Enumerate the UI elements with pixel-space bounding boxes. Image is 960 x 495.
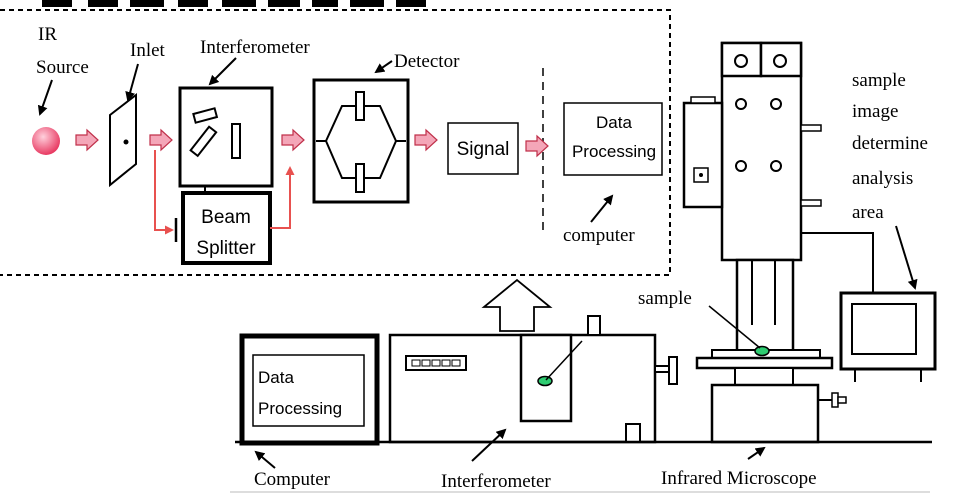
ir-source-label-line2: Source bbox=[36, 57, 89, 78]
sample-image-label-line1: sample bbox=[852, 70, 906, 91]
beam-path-from-splitter bbox=[270, 166, 295, 229]
flow-arrow-1 bbox=[75, 129, 99, 151]
infrared-microscope-pointer bbox=[747, 446, 766, 460]
clipped-title-fragment bbox=[42, 0, 426, 7]
computer-top-label: computer bbox=[563, 225, 635, 246]
sample-image-label-line4: analysis bbox=[852, 168, 913, 189]
ir-source-label-line1: IR bbox=[38, 24, 57, 45]
sample-pointer bbox=[708, 305, 761, 349]
flow-arrow-5 bbox=[525, 135, 549, 157]
computer-top-pointer bbox=[590, 194, 614, 223]
interferometer-sample-link bbox=[545, 340, 583, 381]
interferometer-instrument bbox=[388, 315, 678, 444]
inlet-pointer bbox=[125, 63, 139, 102]
sample-dot-interferometer bbox=[537, 375, 553, 387]
beam-path-to-splitter bbox=[154, 150, 174, 235]
sample-image-label-line2: image bbox=[852, 101, 898, 122]
inlet-window bbox=[109, 92, 137, 188]
flow-arrow-2 bbox=[149, 129, 173, 151]
signal-box bbox=[447, 122, 519, 175]
detector-unit bbox=[312, 78, 410, 204]
data-processing-top-label-line2: Processing bbox=[572, 142, 656, 161]
interferometer-top-pointer bbox=[208, 57, 237, 86]
data-processing-top-label-line1: Data bbox=[596, 113, 632, 132]
sample-dot-microscope bbox=[754, 345, 770, 357]
data-processing-top-box bbox=[563, 102, 663, 176]
detector-pointer bbox=[374, 60, 393, 74]
signal-label: Signal bbox=[457, 139, 510, 160]
ir-source-pointer bbox=[37, 79, 53, 116]
microscope-tower bbox=[682, 41, 847, 444]
flow-arrow-4 bbox=[414, 129, 438, 151]
flow-arrow-3 bbox=[281, 129, 305, 151]
schematic-frame bbox=[0, 9, 671, 276]
inlet-label: Inlet bbox=[130, 40, 166, 61]
beam-splitter-label-line2: Splitter bbox=[196, 238, 256, 259]
image-monitor bbox=[839, 291, 937, 382]
sample-image-label-line3: determine bbox=[852, 133, 928, 154]
data-processing-bottom-label-line2: Processing bbox=[258, 399, 342, 418]
ir-source-lamp bbox=[32, 127, 60, 155]
data-processing-bottom-box bbox=[252, 354, 365, 427]
monitor-cable bbox=[801, 232, 874, 293]
sample-image-label-line5: area bbox=[852, 202, 884, 223]
interferometer-top-label: Interferometer bbox=[200, 37, 310, 58]
interferometer-unit bbox=[178, 86, 274, 194]
detector-label: Detector bbox=[394, 51, 460, 72]
beam-splitter-label-line1: Beam bbox=[201, 207, 251, 228]
infrared-microscope-label: Infrared Microscope bbox=[661, 468, 817, 489]
computer-bottom-label: Computer bbox=[254, 469, 331, 490]
data-processing-bottom-label-line1: Data bbox=[258, 368, 294, 387]
computer-bottom-pointer bbox=[254, 450, 276, 469]
sample-label: sample bbox=[638, 288, 692, 309]
hollow-up-arrow bbox=[481, 278, 553, 332]
interferometer-bottom-pointer bbox=[471, 428, 507, 462]
interferometer-bottom-label: Interferometer bbox=[441, 471, 551, 492]
sample-image-pointer bbox=[895, 225, 918, 290]
